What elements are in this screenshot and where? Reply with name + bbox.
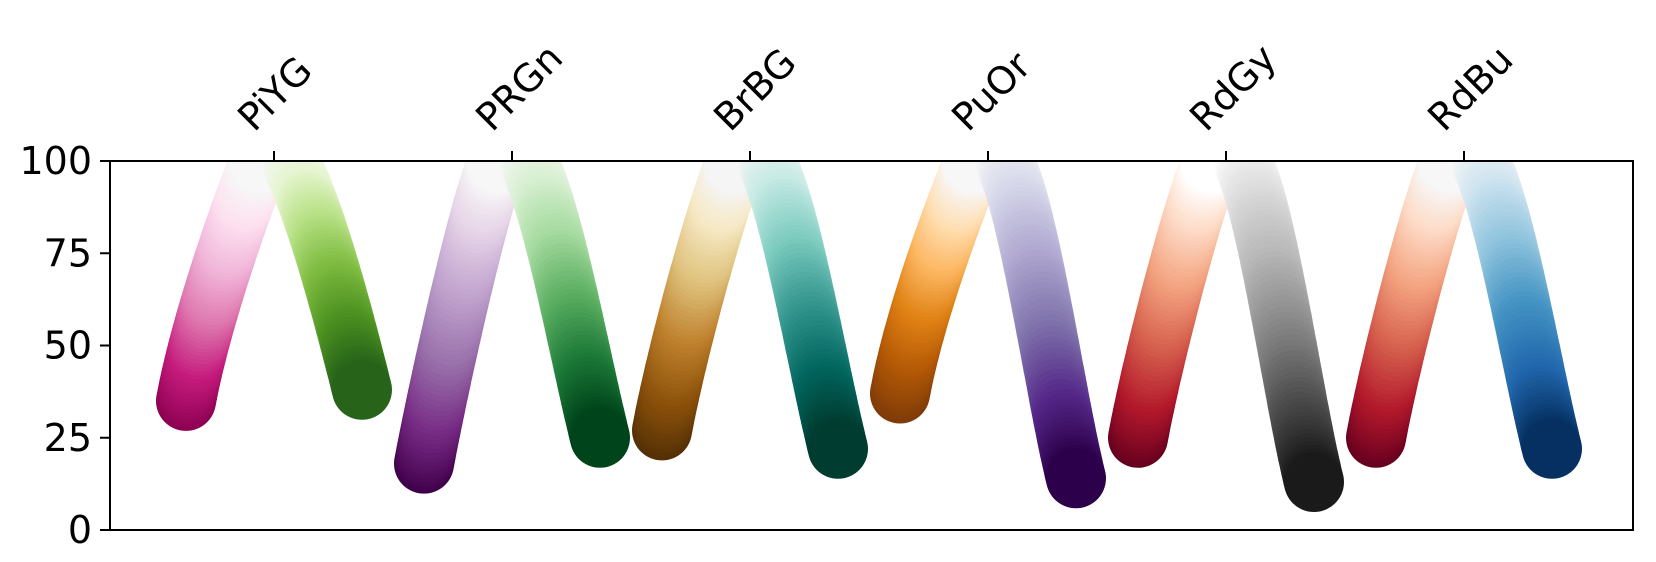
x-tick-label: RdGy — [1181, 36, 1285, 140]
y-tick-label: 75 — [44, 231, 92, 275]
x-tick-label: PiYG — [229, 48, 320, 139]
x-tick-label: RdBu — [1419, 37, 1521, 139]
series-rdgy — [1108, 161, 1344, 512]
x-axis-top: PiYG PRGn BrBG PuOr RdGy RdBu — [229, 36, 1522, 161]
series-prgn — [394, 161, 630, 494]
series-brbg — [632, 161, 868, 479]
scatter-point — [1284, 452, 1344, 512]
scatter-point — [1046, 448, 1106, 509]
series-piyg — [156, 161, 392, 431]
x-tick-label: PuOr — [943, 43, 1039, 139]
scatter-point — [332, 359, 392, 420]
y-tick-label: 25 — [44, 416, 92, 460]
plot-marks — [156, 161, 1582, 512]
y-axis: 0 25 50 75 100 — [19, 139, 110, 552]
scatter-point — [570, 407, 630, 468]
scatter-point — [808, 418, 868, 479]
series-rdbu — [1346, 161, 1582, 479]
y-tick-label: 0 — [68, 508, 92, 552]
y-tick-label: 50 — [44, 324, 92, 368]
x-tick-label: PRGn — [467, 36, 571, 140]
y-tick-label: 100 — [19, 139, 92, 183]
x-tick-label: BrBG — [705, 40, 804, 139]
series-puor — [870, 161, 1106, 509]
scatter-point — [1522, 418, 1582, 479]
